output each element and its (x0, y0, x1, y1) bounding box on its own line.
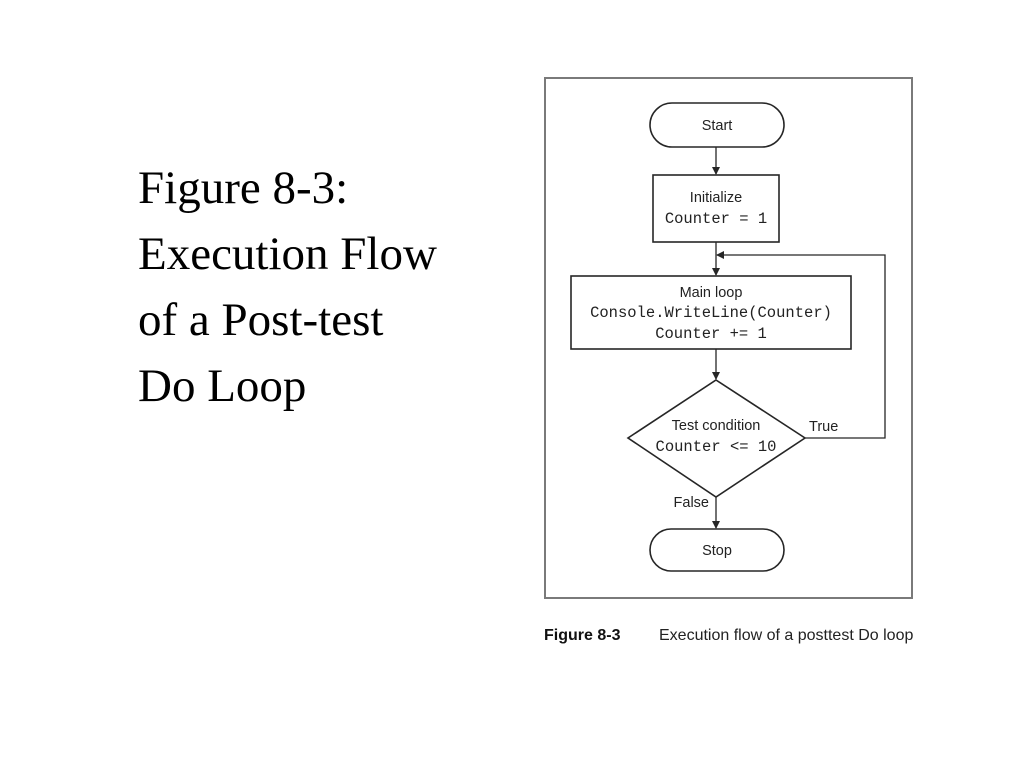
initialize-code: Counter = 1 (665, 210, 767, 228)
stop-terminal (649, 528, 785, 572)
slide-title: Figure 8-3: Execution Flow of a Post-tes… (138, 155, 518, 419)
initialize-label: Initialize (690, 190, 742, 206)
start-label: Start (702, 118, 733, 134)
false-label: False (674, 495, 709, 511)
title-line-3: of a Post-test (138, 294, 384, 346)
main-loop-label: Main loop (680, 285, 743, 301)
test-condition-code: Counter <= 10 (656, 438, 777, 456)
true-label: True (809, 419, 838, 435)
main-loop-box (570, 275, 852, 350)
title-line-1: Figure 8-3: (138, 162, 349, 214)
caption-text: Execution flow of a posttest Do loop (659, 627, 913, 644)
test-condition-label: Test condition (672, 418, 761, 434)
arrow-true-loop-back (716, 251, 886, 439)
caption-number: Figure 8-3 (544, 627, 621, 644)
title-line-4: Do Loop (138, 360, 307, 412)
stop-label: Stop (702, 543, 732, 559)
main-loop-code-2: Counter += 1 (655, 325, 767, 343)
start-terminal (649, 102, 785, 148)
title-line-2: Execution Flow (138, 228, 437, 280)
main-loop-code-1: Console.WriteLine(Counter) (590, 304, 832, 322)
initialize-box (652, 174, 780, 243)
